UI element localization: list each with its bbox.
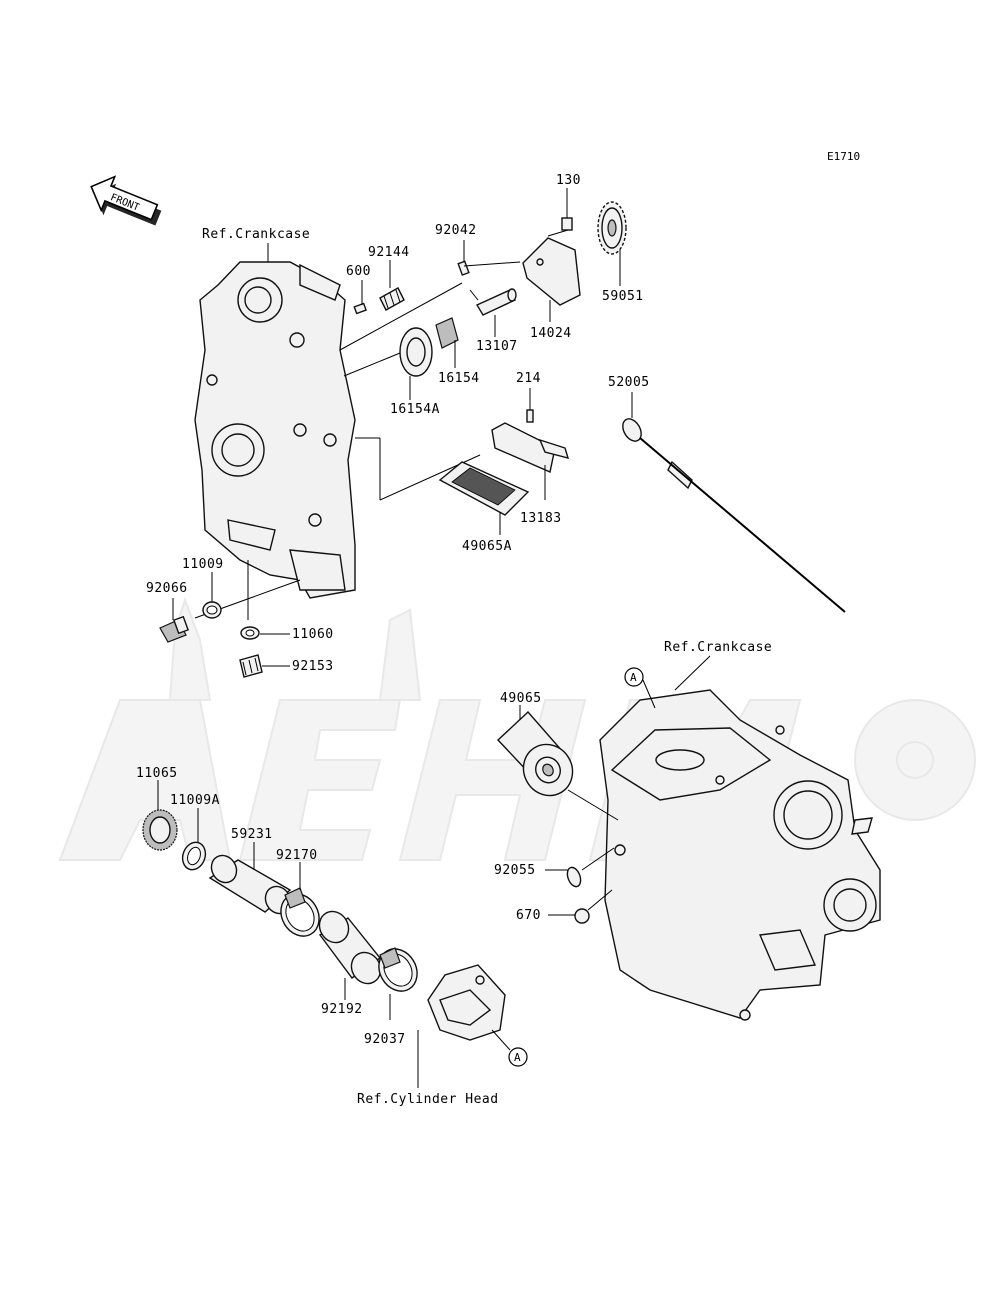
part-52005-dipstick (622, 392, 846, 613)
ref-crankcase-lower: Ref.Crankcase (664, 640, 772, 655)
label-52005: 52005 (608, 375, 650, 390)
label-11009A: 11009A (170, 793, 220, 808)
part-13183-plate (491, 422, 570, 500)
part-92153-fitting (239, 654, 290, 678)
label-92144: 92144 (368, 245, 410, 260)
label-92153: 92153 (292, 659, 334, 674)
part-13107-shaft (469, 288, 517, 337)
label-92170: 92170 (276, 848, 318, 863)
label-11009: 11009 (182, 557, 224, 572)
label-92037: 92037 (364, 1032, 406, 1047)
part-92055-o-ring (545, 847, 615, 888)
part-92170-clamp (280, 862, 320, 937)
part-59051-gear (597, 201, 627, 286)
label-49065A: 49065A (462, 539, 512, 554)
ref-crankcase-upper: Ref.Crankcase (202, 227, 310, 242)
label-59231: 59231 (231, 827, 273, 842)
label-92192: 92192 (321, 1002, 363, 1017)
part-600-pin (353, 280, 367, 315)
label-11065: 11065 (136, 766, 178, 781)
part-16154-rotor (435, 317, 459, 368)
part-92192-hose (318, 910, 382, 1000)
callout-a-lower: A (491, 1029, 528, 1067)
part-16154A-rotor (399, 327, 433, 400)
callout-a-lower-label: A (514, 1051, 521, 1064)
label-13107: 13107 (476, 339, 518, 354)
crankcase-lower (599, 689, 881, 1021)
label-92066: 92066 (146, 581, 188, 596)
front-direction-arrow: FRONT (90, 175, 162, 226)
part-92037-clamp (378, 947, 418, 1020)
label-214: 214 (516, 371, 541, 386)
part-14024-plate (522, 237, 581, 322)
label-16154A: 16154A (390, 402, 440, 417)
part-11060-washer (240, 626, 290, 640)
label-670: 670 (516, 908, 541, 923)
callout-a-upper: A (624, 667, 656, 709)
label-16154: 16154 (438, 371, 480, 386)
part-670-o-ring (548, 889, 613, 924)
part-49065A-screen (438, 461, 530, 535)
cylinder-head-fragment (427, 964, 506, 1041)
label-600: 600 (346, 264, 371, 279)
label-13183: 13183 (520, 511, 562, 526)
crankcase-cover-upper (194, 261, 356, 599)
diagram-code: E1710 (827, 150, 860, 163)
part-130-bolt (547, 188, 573, 237)
label-11060: 11060 (292, 627, 334, 642)
part-92144-spring (379, 260, 405, 311)
label-49065: 49065 (500, 691, 542, 706)
label-92042: 92042 (435, 223, 477, 238)
label-92055: 92055 (494, 863, 536, 878)
ref-cylinder-head: Ref.Cylinder Head (357, 1092, 499, 1107)
label-130: 130 (556, 173, 581, 188)
part-92066-plug (159, 598, 189, 643)
label-59051: 59051 (602, 289, 644, 304)
callout-a-upper-label: A (630, 671, 637, 684)
part-92042-pin (457, 240, 521, 276)
part-11009A-washer (181, 808, 207, 871)
part-11065-bearing (142, 780, 178, 851)
part-11009-washer (202, 572, 222, 619)
part-214-screw (526, 388, 534, 423)
part-49065-oil-filter (497, 705, 619, 821)
label-14024: 14024 (530, 326, 572, 341)
